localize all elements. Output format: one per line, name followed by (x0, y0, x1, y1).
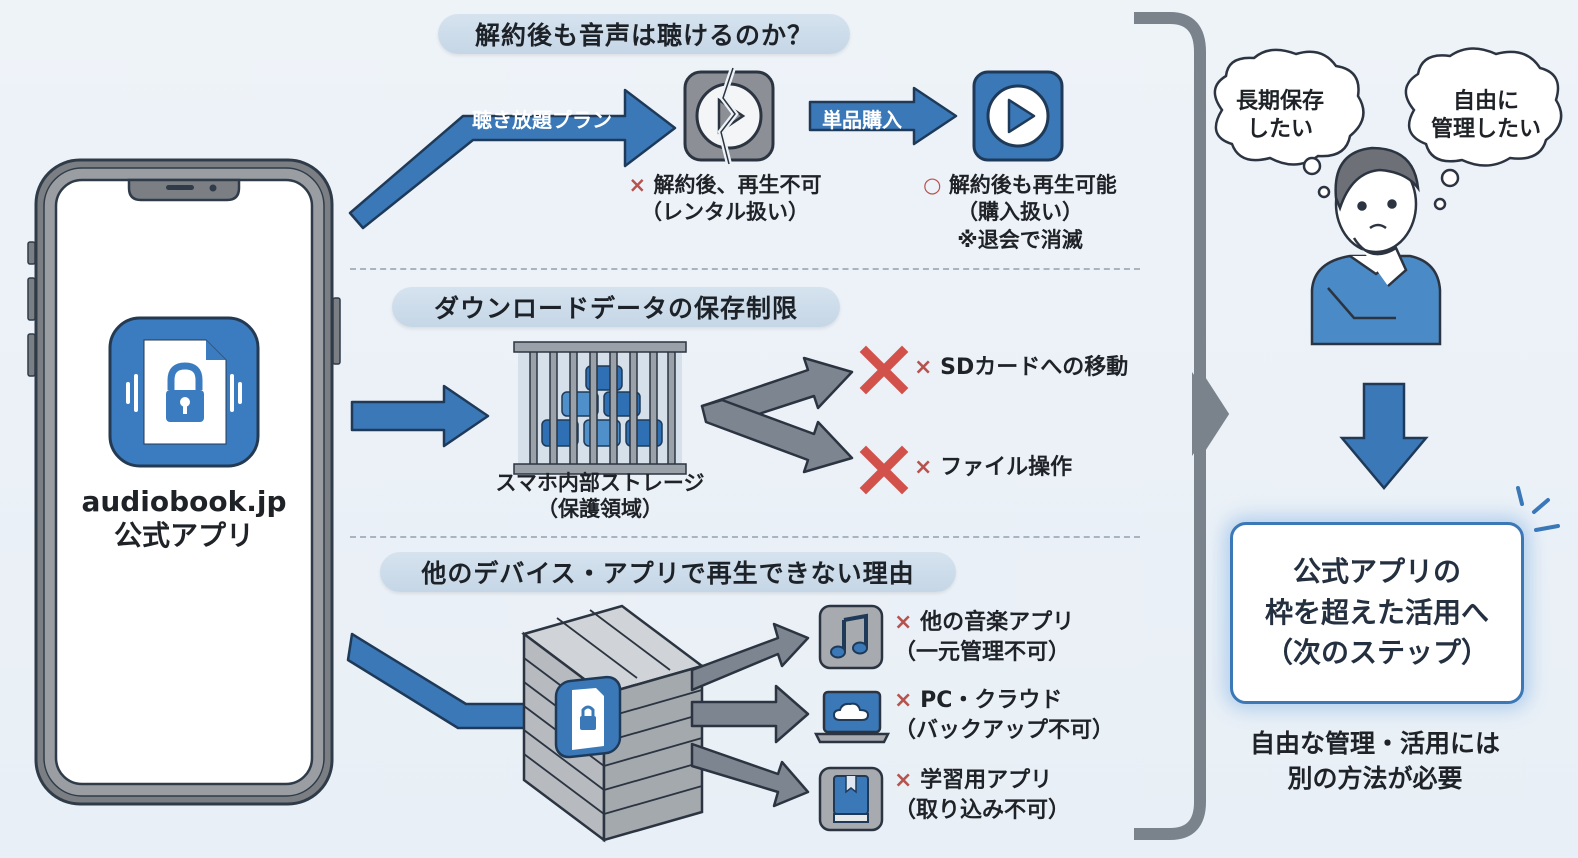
plan-result-line1: 解約後、再生不可 (653, 173, 822, 197)
bubble1-line1: 長期保存 (1236, 88, 1324, 114)
next-step-box: 公式アプリの 枠を超えた活用へ （次のステップ） (1230, 522, 1524, 704)
x-mark: × (628, 173, 647, 197)
blocked-item-label: SDカードへの移動 (940, 355, 1129, 380)
book-icon (818, 766, 884, 832)
app-name: audiobook.jp (81, 485, 287, 518)
smartphone-frame (27, 158, 341, 806)
thinking-person-illustration: 長期保存 したい 自由に 管理したい (1213, 47, 1563, 346)
section2-title: ダウンロードデータの保存制限 (392, 287, 840, 327)
device-item-line2: （取り込み不可） (894, 797, 1071, 823)
summary-bracket (1134, 12, 1230, 840)
purchase-arrow-label: 単品購入 (822, 108, 902, 132)
thought-bubble-right (1404, 47, 1563, 211)
smartphone: audiobook.jp 公式アプリ (27, 158, 341, 806)
purchase-result: ○ 解約後も再生可能 （購入扱い） ※退会で消滅 (890, 172, 1150, 254)
red-cross-icon (859, 345, 909, 395)
section3-title: 他のデバイス・アプリで再生できない理由 (380, 552, 956, 592)
storage-label-line2: （保護領域） (537, 497, 663, 522)
bubble1-line2: したい (1247, 117, 1313, 142)
blocked-item-label: ファイル操作 (940, 455, 1073, 480)
down-arrow (1339, 382, 1429, 490)
storage-arrow (350, 384, 490, 448)
purchase-result-note: ※退会で消滅 (957, 227, 1083, 252)
wall-arrow (346, 632, 550, 744)
music-note-icon (818, 604, 884, 670)
o-mark: ○ (923, 173, 942, 197)
blocked-arrows (700, 356, 854, 474)
next-step-line3: （次のステップ） (1264, 636, 1489, 670)
broken-play-icon (683, 67, 775, 165)
device-item-line1: 他の音楽アプリ (920, 610, 1075, 635)
blocked-item-text: × ファイル操作 (914, 454, 1072, 483)
conclusion-caption: 自由な管理・活用には 別の方法が必要 (1210, 726, 1540, 796)
bubble2-line1: 自由に (1453, 88, 1519, 114)
x-mark: × (894, 610, 913, 635)
x-mark: × (914, 455, 933, 480)
emphasis-lines-icon (1516, 486, 1560, 532)
locked-audio-file-icon (108, 316, 260, 468)
x-mark: × (914, 355, 933, 380)
play-icon (972, 70, 1064, 162)
device-item-line1: 学習用アプリ (920, 768, 1053, 793)
device-item-text: × 学習用アプリ （取り込み不可） (894, 766, 1070, 825)
next-step-line2: 枠を超えた活用へ (1264, 595, 1489, 629)
device-item-line2: （バックアップ不可） (894, 717, 1115, 743)
device-item-line1: PC・クラウド (920, 688, 1063, 713)
red-cross-icon (859, 445, 909, 495)
purchase-result-line1: 解約後も再生可能 (948, 173, 1117, 197)
section-divider (350, 268, 1140, 270)
caged-storage-icon (513, 341, 687, 475)
x-mark: × (894, 688, 913, 713)
laptop-cloud-icon (813, 690, 891, 744)
plan-arrow (348, 88, 677, 230)
storage-label: スマホ内部ストレージ （保護領域） (470, 470, 730, 523)
purchase-result-line2: （購入扱い） (957, 200, 1083, 225)
section1-title: 解約後も音声は聴けるのか？ (438, 14, 850, 54)
storage-label-line1: スマホ内部ストレージ (495, 471, 705, 495)
person-icon (1310, 146, 1442, 346)
plan-result: × 解約後、再生不可 （レンタル扱い） (600, 172, 850, 227)
device-item-text: × PC・クラウド （バックアップ不可） (894, 686, 1114, 745)
plan-arrow-label: 聴き放題プラン (472, 108, 612, 132)
blocked-output-arrows (690, 622, 810, 808)
caption-line1: 自由な管理・活用には (1249, 729, 1500, 758)
thought-bubble-left (1213, 48, 1365, 199)
device-item-text: × 他の音楽アプリ （一元管理不可） (894, 608, 1074, 667)
purchase-arrow (808, 86, 958, 146)
app-subtitle: 公式アプリ (113, 519, 254, 552)
device-item-line2: （一元管理不可） (894, 639, 1071, 665)
blocked-item-text: × SDカードへの移動 (914, 354, 1128, 383)
plan-result-line2: （レンタル扱い） (641, 200, 809, 225)
bubble2-line2: 管理したい (1431, 116, 1541, 142)
caption-line2: 別の方法が必要 (1287, 764, 1463, 793)
next-step-line1: 公式アプリの (1292, 555, 1461, 589)
firewall-icon (521, 604, 705, 843)
x-mark: × (894, 768, 913, 793)
section-divider (350, 536, 1140, 538)
